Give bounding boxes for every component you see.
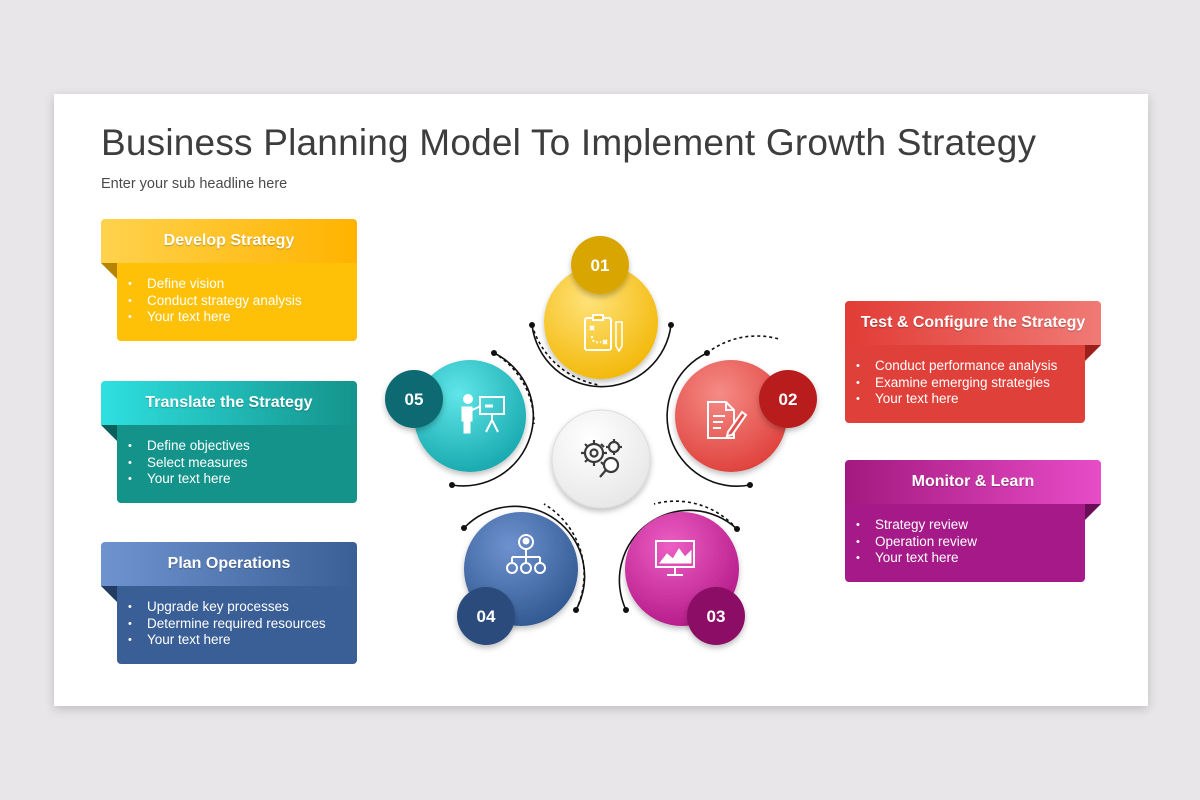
center-hub xyxy=(551,409,651,509)
page-title: Business Planning Model To Implement Gro… xyxy=(101,122,1037,163)
card-body: Define objectives Select measures Your t… xyxy=(117,425,357,503)
card-item: Examine emerging strategies xyxy=(855,375,1075,392)
step-04: 04 xyxy=(457,512,578,645)
number-badge xyxy=(457,587,515,645)
card-translate-strategy: Translate the Strategy Define objectives… xyxy=(101,381,357,503)
card-fold xyxy=(101,425,117,441)
step-03: 03 xyxy=(625,512,745,645)
card-body: Upgrade key processes Determine required… xyxy=(117,586,357,664)
step-number: 04 xyxy=(477,607,496,626)
step-number: 01 xyxy=(591,256,610,275)
connector-dot xyxy=(449,482,455,488)
step-number: 02 xyxy=(779,390,798,409)
connector-dot xyxy=(704,350,710,356)
card-item: Upgrade key processes xyxy=(127,599,347,616)
card-item: Strategy review xyxy=(855,517,1075,534)
step-circle xyxy=(544,265,658,379)
number-badge xyxy=(571,236,629,294)
connector-dot xyxy=(623,607,629,613)
card-plan-operations: Plan Operations Upgrade key processes De… xyxy=(101,542,357,664)
card-item: Your text here xyxy=(855,391,1075,408)
arc-solid xyxy=(463,505,586,611)
arc-solid xyxy=(531,324,672,388)
connector-dot xyxy=(461,525,467,531)
arc-dashed xyxy=(706,335,780,354)
card-list: Upgrade key processes Determine required… xyxy=(127,599,347,649)
arc-dashed xyxy=(653,500,738,530)
connector-dot xyxy=(734,526,740,532)
document-edit-icon xyxy=(707,401,748,439)
step-number: 03 xyxy=(707,607,726,626)
card-item: Conduct performance analysis xyxy=(855,358,1075,375)
card-body: Conduct performance analysis Examine eme… xyxy=(845,345,1085,423)
gears-search-icon xyxy=(581,439,622,478)
page-subtitle: Enter your sub headline here xyxy=(101,176,288,192)
connector-dot xyxy=(573,607,579,613)
arc-solid xyxy=(451,352,535,487)
connector-dots xyxy=(449,322,753,613)
arc-dashed xyxy=(543,503,585,611)
number-badge xyxy=(759,370,817,428)
presentation-icon xyxy=(461,394,505,434)
card-title: Develop Strategy xyxy=(101,219,357,263)
connector-arcs xyxy=(451,324,780,611)
card-item: Conduct strategy analysis xyxy=(127,293,347,310)
step-number: 05 xyxy=(405,390,424,409)
strategy-board-icon xyxy=(584,314,623,353)
slide: Business Planning Model To Implement Gro… xyxy=(54,94,1148,706)
card-item: Determine required resources xyxy=(127,616,347,633)
step-01: 01 xyxy=(544,236,658,379)
card-title: Test & Configure the Strategy xyxy=(845,301,1101,345)
card-item: Your text here xyxy=(855,550,1075,567)
card-list: Define vision Conduct strategy analysis … xyxy=(127,276,347,326)
card-develop-strategy: Develop Strategy Define vision Conduct s… xyxy=(101,219,357,341)
connector-dot xyxy=(491,350,497,356)
card-item: Operation review xyxy=(855,534,1075,551)
card-item: Define vision xyxy=(127,276,347,293)
card-item: Your text here xyxy=(127,632,347,649)
connector-dot xyxy=(668,322,674,328)
connector-dot xyxy=(747,482,753,488)
card-title: Monitor & Learn xyxy=(845,460,1101,504)
card-monitor-learn: Monitor & Learn Strategy review Operatio… xyxy=(845,460,1101,582)
step-02: 02 xyxy=(675,360,817,472)
card-fold xyxy=(101,586,117,602)
number-badge xyxy=(687,587,745,645)
organization-chart-icon xyxy=(506,534,546,574)
card-title: Plan Operations xyxy=(101,542,357,586)
number-badge xyxy=(385,370,443,428)
card-item: Your text here xyxy=(127,471,347,488)
arc-solid xyxy=(666,352,751,487)
card-item: Define objectives xyxy=(127,438,347,455)
connector-dot xyxy=(529,322,535,328)
arc-dashed xyxy=(493,352,535,425)
card-title: Translate the Strategy xyxy=(101,381,357,425)
card-fold xyxy=(1085,345,1101,361)
cycle-diagram: 01 02 03 xyxy=(385,236,817,645)
card-fold xyxy=(1085,504,1101,520)
card-item: Select measures xyxy=(127,455,347,472)
card-list: Strategy review Operation review Your te… xyxy=(855,517,1075,567)
analytics-monitor-icon xyxy=(655,540,695,576)
card-list: Define objectives Select measures Your t… xyxy=(127,438,347,488)
step-05: 05 xyxy=(385,360,526,472)
card-item: Your text here xyxy=(127,309,347,326)
card-body: Define vision Conduct strategy analysis … xyxy=(117,263,357,341)
step-circle xyxy=(675,360,787,472)
card-fold xyxy=(101,263,117,279)
card-test-configure: Test & Configure the Strategy Conduct pe… xyxy=(845,301,1101,423)
card-body: Strategy review Operation review Your te… xyxy=(845,504,1085,582)
card-list: Conduct performance analysis Examine eme… xyxy=(855,358,1075,408)
